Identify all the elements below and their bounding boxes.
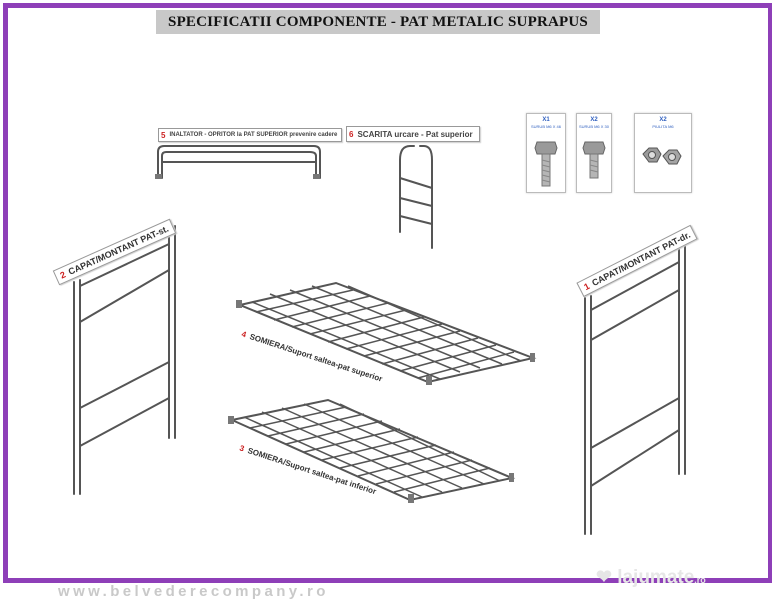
bolt-long-box: X1 SURUB M6 X 46: [526, 113, 566, 193]
footer-url: www.belvederecompany.ro: [58, 583, 329, 600]
watermark: ❤ lajumate.ro: [596, 567, 706, 588]
watermark-icon: ❤: [596, 567, 612, 588]
guard-rail-drawing: [155, 145, 321, 179]
page-title: SPECIFICATII COMPONENTE - PAT METALIC SU…: [168, 13, 588, 30]
upper-mattress-support-drawing: [236, 281, 537, 385]
lower-mattress-support-drawing: [228, 398, 516, 503]
purple-frame: [3, 3, 772, 583]
bolt-short-box: X2 SURUB M6 X 30: [576, 113, 612, 193]
bolt-icon: [534, 141, 558, 187]
right-end-frame-drawing: [584, 237, 686, 535]
nut-icon: [642, 147, 682, 165]
ladder-drawing: [399, 145, 433, 249]
title-banner: SPECIFICATII COMPONENTE - PAT METALIC SU…: [156, 10, 600, 34]
ladder-label: 6 SCARITA urcare - Pat superior: [346, 126, 480, 142]
nut-box: X2 PIULITA M6: [634, 113, 692, 193]
guard-rail-label: 5 INALTATOR - OPRITOR la PAT SUPERIOR pr…: [158, 128, 343, 142]
left-end-frame-drawing: [73, 225, 176, 495]
bolt-icon: [582, 141, 606, 179]
